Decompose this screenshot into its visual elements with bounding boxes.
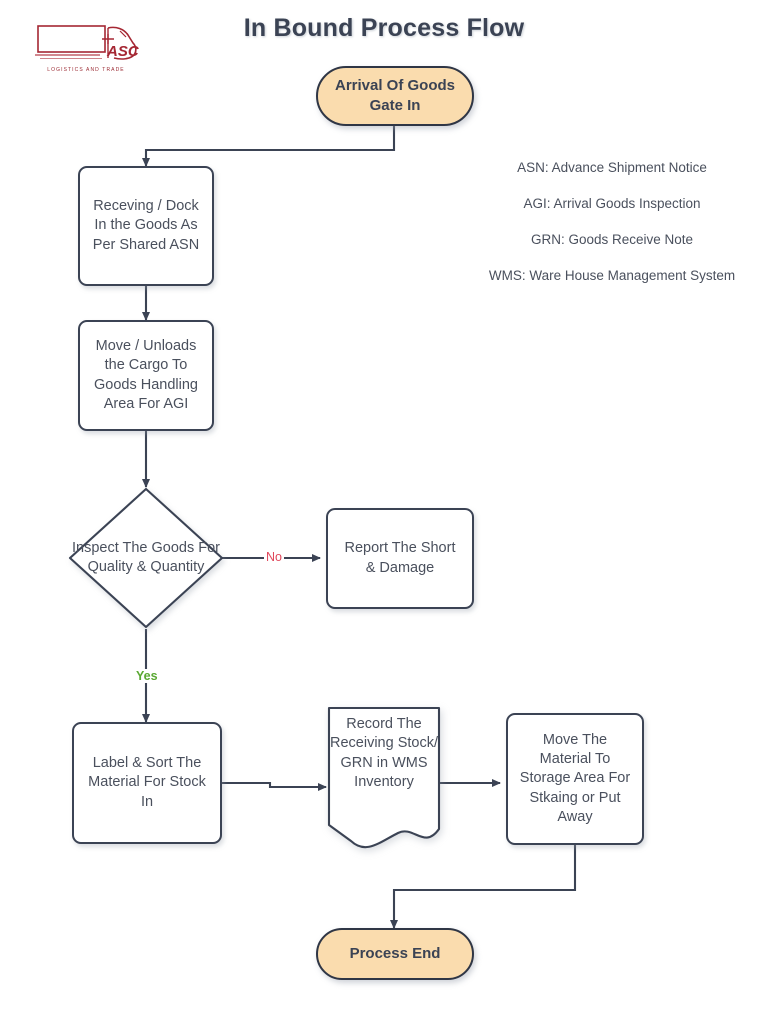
node-receiving-dock-in[interactable]: Receving / Dock In the Goods As Per Shar… xyxy=(78,166,214,286)
edge-labelsort-record xyxy=(222,781,327,791)
logo-tagline: LOGISTICS AND TRADE xyxy=(47,67,125,73)
diamond-shape xyxy=(68,487,224,629)
node-inspect-label: Inspect The Goods For Quality & Quantity xyxy=(71,539,221,575)
edge-movestorage-end xyxy=(390,845,577,929)
node-move-unload-cargo[interactable]: Move / Unloads the Cargo To Goods Handli… xyxy=(78,320,214,431)
company-logo: ASC LOGISTICS AND TRADE xyxy=(28,12,142,86)
edge-label-no: No xyxy=(264,550,284,564)
edge-label-yes: Yes xyxy=(134,669,160,683)
node-start-arrival-of-goods[interactable]: Arrival Of Goods Gate In xyxy=(316,66,474,126)
node-move-to-storage[interactable]: Move The Material To Storage Area For St… xyxy=(506,713,644,845)
document-shape xyxy=(327,706,441,849)
node-report-short-damage[interactable]: Report The Short & Damage xyxy=(326,508,474,609)
legend-item-grn: GRN: Goods Receive Note xyxy=(530,232,694,247)
truck-logo-icon: ASC xyxy=(35,25,140,60)
svg-text:ASC: ASC xyxy=(106,43,140,60)
legend-item-asn: ASN: Advance Shipment Notice xyxy=(517,160,707,175)
page-title: In Bound Process Flow xyxy=(243,14,525,42)
node-process-end[interactable]: Process End xyxy=(316,928,474,980)
node-inspect-decision[interactable]: Inspect The Goods For Quality & Quantity xyxy=(68,487,224,629)
node-record-grn-wms[interactable]: Record The Receiving Stock/ GRN in WMS I… xyxy=(326,705,442,853)
legend: ASN: Advance Shipment Notice AGI: Arriva… xyxy=(462,160,762,304)
legend-item-wms: WMS: Ware House Management System xyxy=(488,268,736,283)
node-label-sort-material[interactable]: Label & Sort The Material For Stock In xyxy=(72,722,222,844)
edge-start-receiving xyxy=(142,126,396,167)
node-record-label: Record The Receiving Stock/ GRN in WMS I… xyxy=(330,716,438,790)
legend-item-agi: AGI: Arrival Goods Inspection xyxy=(523,196,701,211)
